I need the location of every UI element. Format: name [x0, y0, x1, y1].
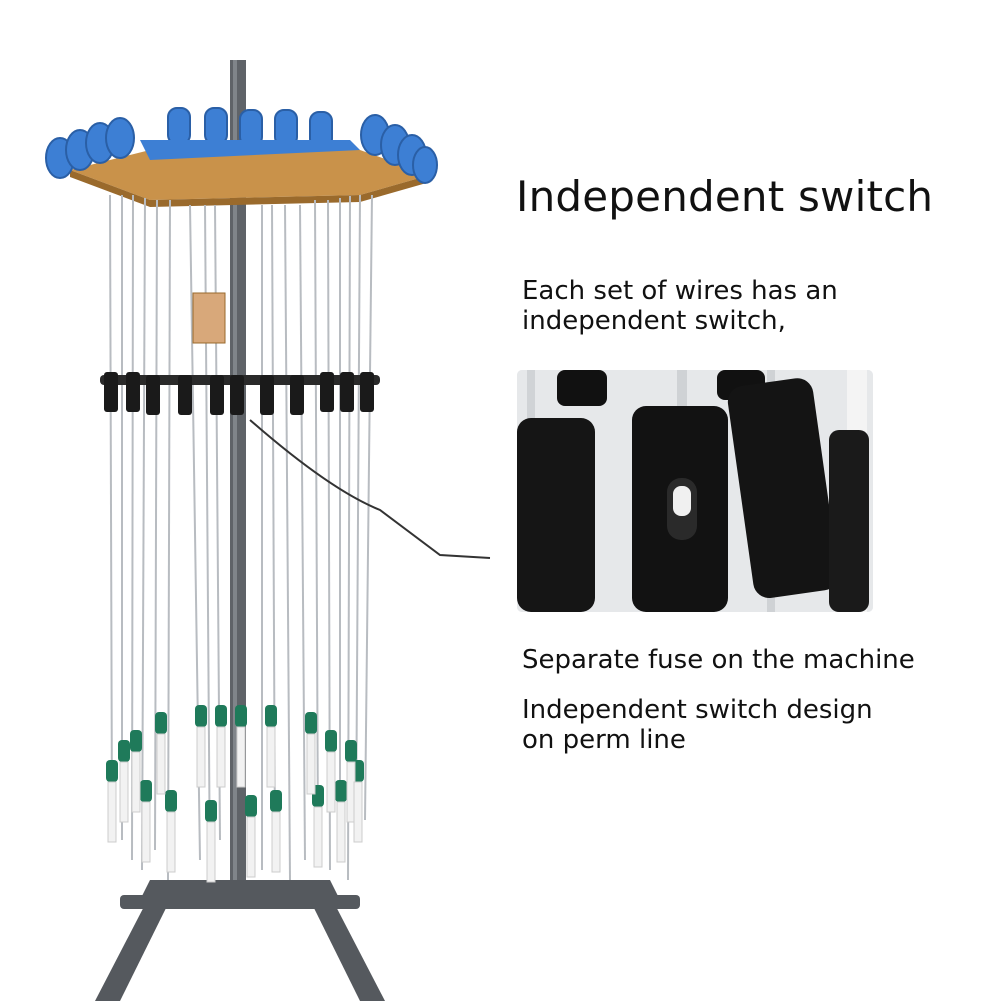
switch-left [517, 418, 595, 612]
switch-closeup-image [517, 370, 873, 612]
switch-right [727, 378, 839, 598]
label-tag [192, 292, 226, 344]
description-line-2: independent switch, [522, 306, 786, 336]
switch-ring [100, 372, 380, 415]
feature-switch-design-line-1: Independent switch design [522, 695, 873, 725]
description-line-1: Each set of wires has an [522, 276, 838, 306]
feature-switch-design-line-2: on perm line [522, 725, 686, 755]
feature-fuse: Separate fuse on the machine [522, 645, 915, 675]
top-board [70, 150, 430, 207]
description: Each set of wires has an independent swi… [522, 276, 838, 336]
perm-rods [106, 705, 364, 883]
stand-base [95, 880, 385, 1001]
perm-machine-illustration [45, 60, 491, 1001]
feature-switch-design: Independent switch design on perm line [522, 695, 873, 755]
heading: Independent switch [516, 172, 934, 221]
toggle-knob [673, 486, 691, 516]
power-cord [249, 419, 491, 559]
blue-clamps [45, 107, 438, 184]
